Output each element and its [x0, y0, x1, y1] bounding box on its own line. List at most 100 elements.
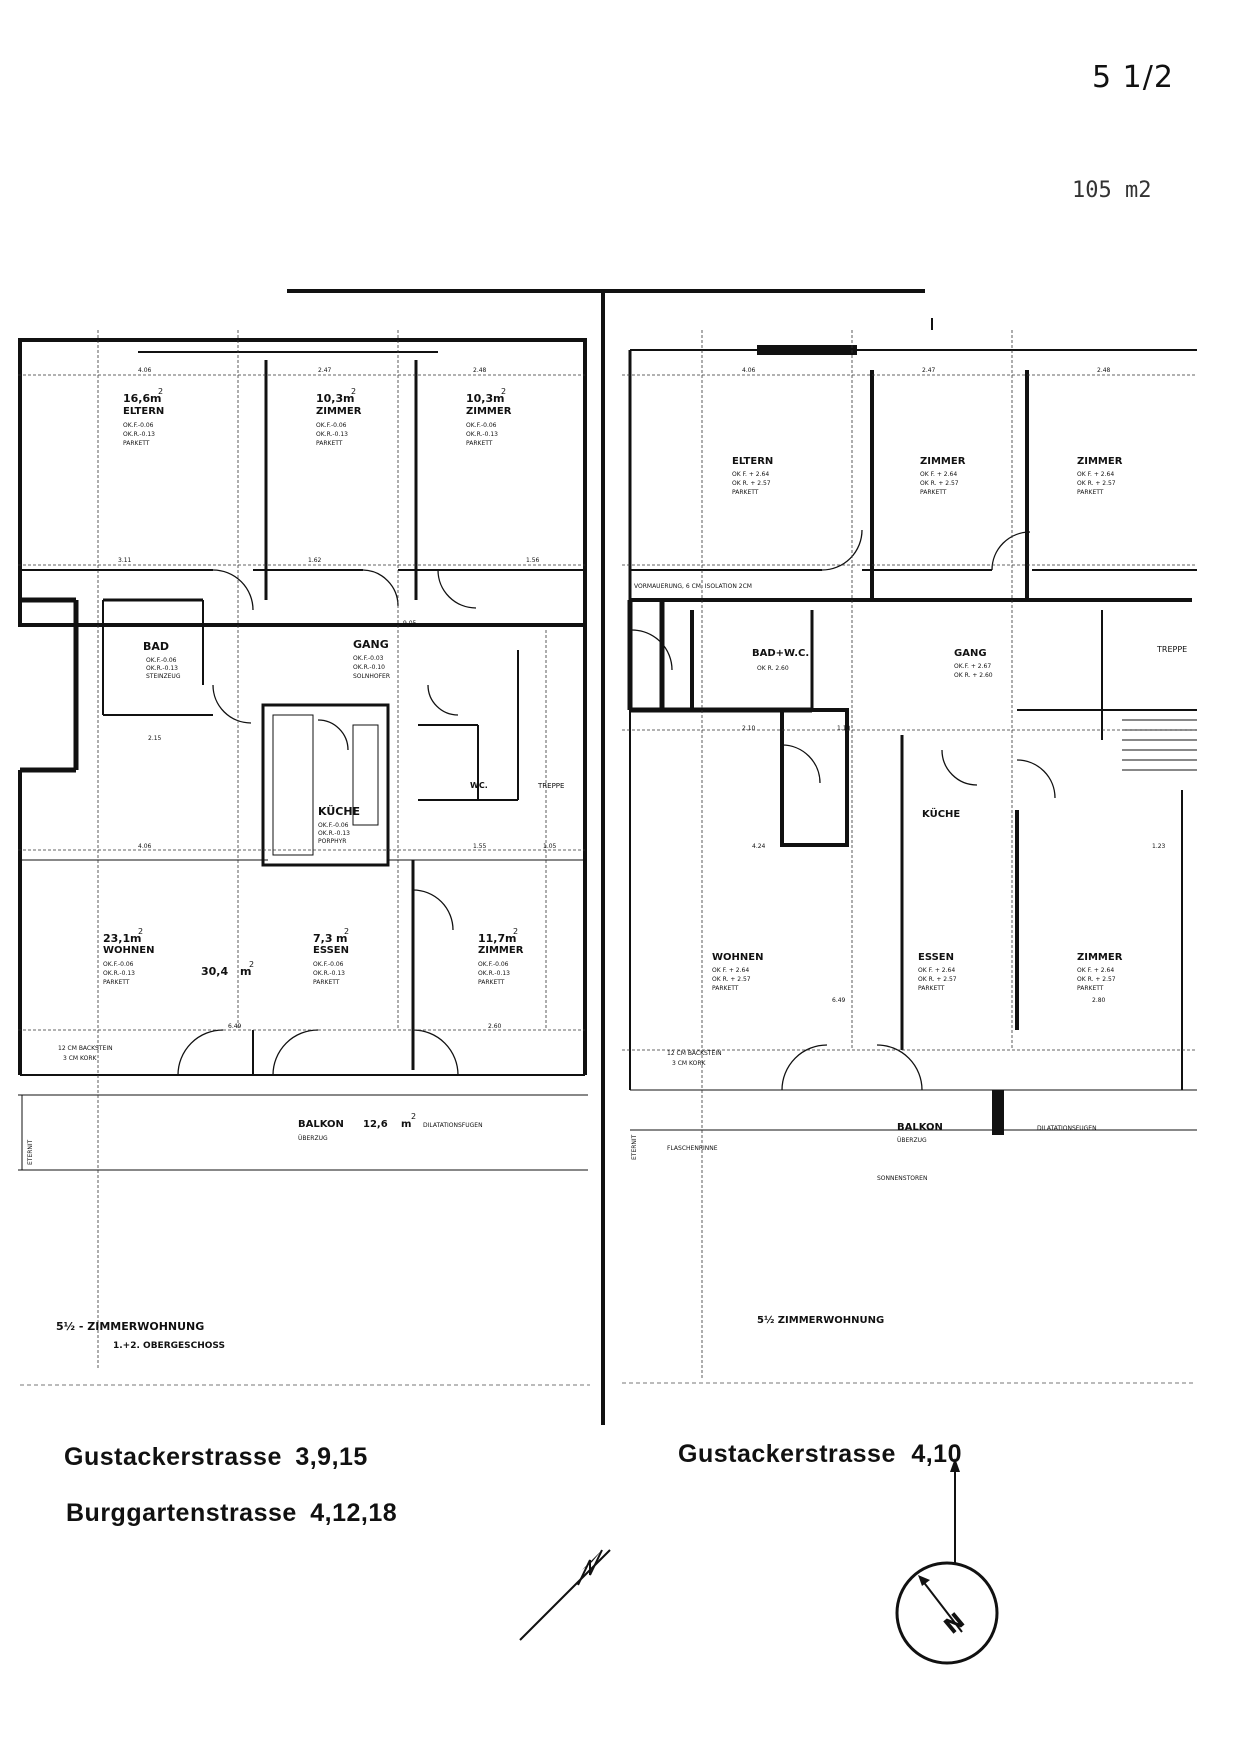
svg-text:2: 2 [411, 1112, 416, 1121]
caption-left-line2: Burggartenstrasse 4,12,18 [66, 1499, 398, 1527]
svg-text:OK R. + 2.60: OK R. + 2.60 [954, 672, 993, 679]
right-plan-title: 5½ ZIMMERWOHNUNG [757, 1315, 884, 1326]
svg-text:OK.F.-0.06: OK.F.-0.06 [478, 961, 509, 968]
svg-text:1.+2. OBERGESCHOSS: 1.+2. OBERGESCHOSS [113, 1341, 225, 1351]
svg-text:OK.F.-0.06: OK.F.-0.06 [103, 961, 134, 968]
svg-text:PARKETT: PARKETT [732, 489, 759, 496]
svg-text:OK F. + 2.64: OK F. + 2.64 [920, 471, 957, 478]
balkon-label: BALKON [298, 1119, 344, 1130]
svg-text:PARKETT: PARKETT [478, 979, 505, 986]
svg-text:m: m [150, 392, 161, 405]
svg-text:11,7: 11,7 [478, 932, 505, 945]
svg-text:OK.R.-0.13: OK.R.-0.13 [146, 665, 178, 672]
svg-text:OK.R.-0.13: OK.R.-0.13 [466, 431, 498, 438]
right-walls [627, 345, 1197, 1135]
svg-text:1.10: 1.10 [837, 725, 851, 732]
svg-text:PARKETT: PARKETT [712, 985, 739, 992]
svg-text:12 CM BACKSTEIN: 12 CM BACKSTEIN [58, 1045, 113, 1052]
room-zimmer-2-name: ZIMMER [466, 406, 512, 417]
room-zimmer-2-name-r: ZIMMER [1077, 456, 1123, 467]
svg-text:2.80: 2.80 [1092, 997, 1106, 1004]
svg-text:2.10: 2.10 [742, 725, 756, 732]
svg-text:OK.F.-0.06: OK.F.-0.06 [146, 657, 177, 664]
svg-text:m: m [493, 392, 504, 405]
svg-text:OK.R.-0.13: OK.R.-0.13 [123, 431, 155, 438]
room-essen-name-r: ESSEN [918, 952, 954, 963]
svg-text:2: 2 [249, 960, 254, 969]
svg-text:PARKETT: PARKETT [920, 489, 947, 496]
svg-text:3.11: 3.11 [118, 557, 132, 564]
svg-text:OK.F.-0.06: OK.F.-0.06 [466, 422, 497, 429]
svg-text:6.49: 6.49 [228, 1023, 242, 1030]
caption-left-line1: Gustackerstrasse 3,9,15 [64, 1443, 368, 1471]
right-room-labels: ELTERN OK F. + 2.64 OK R. + 2.57 PARKETT… [634, 456, 1187, 992]
right-door-arcs [631, 529, 1056, 1091]
svg-text:SOLNHOFER: SOLNHOFER [353, 673, 390, 680]
svg-text:OK.R.-0.10: OK.R.-0.10 [353, 664, 385, 671]
svg-text:OK.R.-0.13: OK.R.-0.13 [478, 970, 510, 977]
svg-text:PARKETT: PARKETT [1077, 489, 1104, 496]
room-kueche-name-r: KÜCHE [922, 806, 960, 820]
svg-text:4.06: 4.06 [138, 367, 152, 374]
room-bad-wc-name-r: BAD+W.C. [752, 648, 809, 659]
svg-text:STEINZEUG: STEINZEUG [146, 673, 181, 680]
svg-text:PORPHYR: PORPHYR [318, 838, 346, 845]
room-gang-name-r: GANG [954, 648, 987, 659]
north-label: N [940, 1609, 970, 1640]
svg-text:2: 2 [138, 927, 143, 936]
unit-code: 5 1/2 [1092, 60, 1174, 95]
svg-text:PARKETT: PARKETT [316, 440, 343, 447]
svg-text:ÜBERZUG: ÜBERZUG [298, 1135, 328, 1142]
svg-text:m: m [240, 965, 251, 978]
svg-text:1.56: 1.56 [526, 557, 540, 564]
svg-text:PARKETT: PARKETT [123, 440, 150, 447]
svg-text:2.15: 2.15 [148, 735, 162, 742]
room-gang-name: GANG [353, 638, 389, 651]
svg-text:1.55: 1.55 [473, 843, 487, 850]
svg-text:6.49: 6.49 [832, 997, 846, 1004]
svg-text:OK F. + 2.64: OK F. + 2.64 [1077, 471, 1114, 478]
north-arrows: N [519, 1458, 999, 1665]
room-wohnen-name-r: WOHNEN [712, 952, 763, 963]
svg-text:OK.F.-0.03: OK.F.-0.03 [353, 655, 384, 662]
svg-text:1.05: 1.05 [543, 843, 557, 850]
svg-text:SONNENSTOREN: SONNENSTOREN [877, 1175, 927, 1182]
svg-text:OK.F. + 2.67: OK.F. + 2.67 [954, 663, 991, 670]
svg-text:ETERNIT: ETERNIT [27, 1139, 34, 1165]
left-floor-plan: 16,6 2 m ELTERN OK.F.-0.06 OK.R.-0.13 PA… [18, 330, 590, 1370]
right-dimension-lines [622, 330, 1197, 1380]
room-essen-name: ESSEN [313, 945, 349, 956]
svg-text:10,3: 10,3 [316, 392, 343, 405]
svg-text:OK.R.-0.13: OK.R.-0.13 [318, 830, 350, 837]
room-wohnen-name: WOHNEN [103, 945, 154, 956]
svg-text:2: 2 [501, 387, 506, 396]
svg-text:OK R. + 2.57: OK R. + 2.57 [732, 480, 771, 487]
svg-text:m: m [130, 932, 141, 945]
room-zimmer-3-name: ZIMMER [478, 945, 524, 956]
svg-text:OK R. + 2.57: OK R. + 2.57 [1077, 480, 1116, 487]
svg-text:OK R. + 2.57: OK R. + 2.57 [1077, 976, 1116, 983]
room-kueche-name: KÜCHE [318, 804, 360, 818]
svg-text:m: m [336, 932, 347, 945]
svg-text:23,1: 23,1 [103, 932, 130, 945]
left-room-labels: 16,6 2 m ELTERN OK.F.-0.06 OK.R.-0.13 PA… [103, 387, 564, 986]
wc-label: WC. [470, 781, 488, 790]
svg-text:PARKETT: PARKETT [466, 440, 493, 447]
room-eltern-name: ELTERN [123, 406, 164, 417]
room-zimmer-1-name-r: ZIMMER [920, 456, 966, 467]
svg-text:10,3: 10,3 [466, 392, 493, 405]
right-dim-labels: 4.06 2.47 2.48 2.10 1.10 4.24 6.49 2.80 … [742, 367, 1166, 1004]
svg-text:3 CM KORK: 3 CM KORK [63, 1055, 97, 1062]
north-arrow-right-icon: N [895, 1458, 999, 1665]
svg-text:FLASCHENRINNE: FLASCHENRINNE [667, 1145, 718, 1152]
svg-text:OK F. + 2.64: OK F. + 2.64 [732, 471, 769, 478]
svg-text:OK F. + 2.64: OK F. + 2.64 [1077, 967, 1114, 974]
caption-right: Gustackerstrasse 4,10 [678, 1440, 962, 1468]
svg-text:OK F. + 2.64: OK F. + 2.64 [918, 967, 955, 974]
svg-text:PARKETT: PARKETT [103, 979, 130, 986]
svg-text:2: 2 [158, 387, 163, 396]
total-area: 105 m2 [1072, 178, 1152, 203]
room-bad-name: BAD [143, 640, 169, 653]
svg-text:ÜBERZUG: ÜBERZUG [897, 1137, 927, 1144]
svg-text:OK R. + 2.57: OK R. + 2.57 [920, 480, 959, 487]
